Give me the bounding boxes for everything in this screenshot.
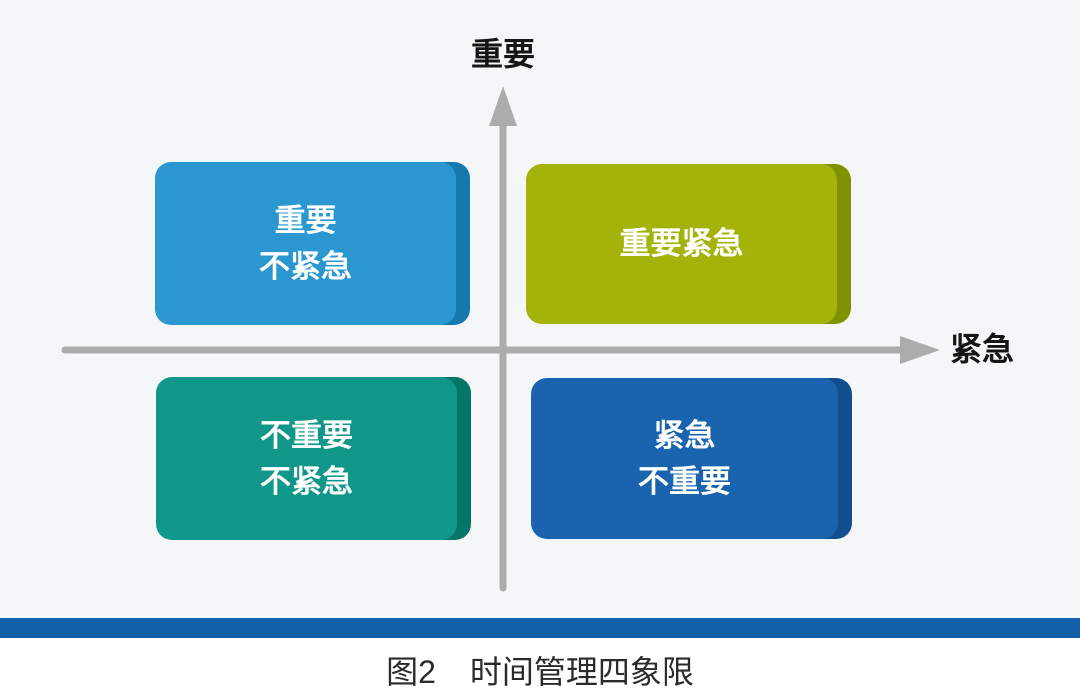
quadrant-face: 不重要 不紧急: [156, 377, 457, 540]
quadrant-important-urgent: 重要紧急: [526, 164, 851, 324]
quadrant-face: 重要紧急: [526, 164, 837, 324]
quadrant-label-line: 不重要: [638, 463, 731, 499]
figure-caption-title: 时间管理四象限: [469, 654, 694, 690]
quadrant-label-line: 紧急: [653, 417, 716, 453]
quadrant-face: 紧急 不重要: [531, 378, 838, 539]
quadrant-label-line: 不紧急: [259, 248, 352, 284]
quadrant-not-important-not-urgent: 不重要 不紧急: [156, 377, 471, 540]
quadrant-face: 重要 不紧急: [155, 162, 456, 325]
x-axis-label: 紧急: [950, 331, 1015, 367]
quadrant-urgent-not-important: 紧急 不重要: [531, 378, 852, 539]
quadrant-label-line: 不重要: [260, 417, 353, 453]
y-axis-label: 重要: [470, 36, 535, 72]
quadrant-label-line: 重要: [274, 202, 337, 238]
figure-caption-number: 图2: [386, 654, 436, 690]
quadrant-label-line: 不紧急: [260, 463, 353, 499]
figure-caption: 图2 时间管理四象限: [0, 652, 1080, 692]
bottom-divider-bar: [0, 618, 1080, 638]
quadrant-label-line: 重要紧急: [619, 226, 744, 261]
quadrant-important-not-urgent: 重要 不紧急: [155, 162, 470, 325]
